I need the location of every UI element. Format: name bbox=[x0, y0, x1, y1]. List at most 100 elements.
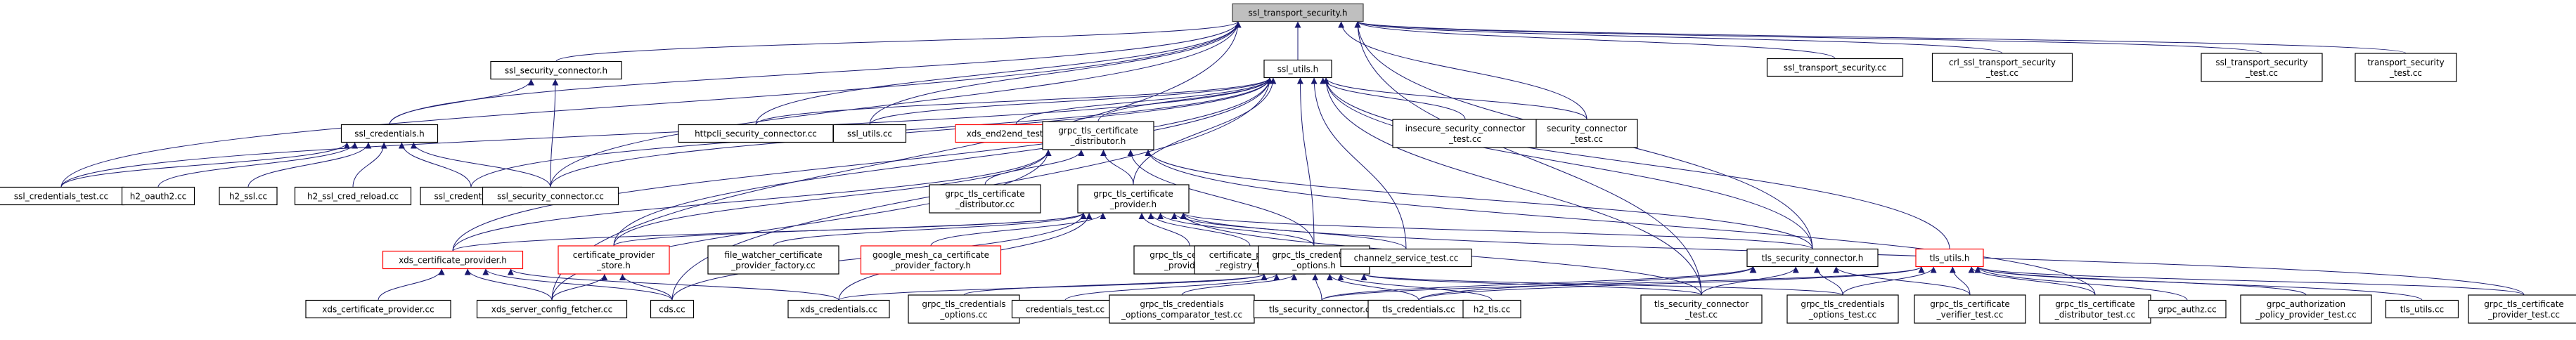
graph-node-h2-oauth2[interactable]: h2_oauth2.cc bbox=[121, 186, 195, 206]
edge-ssl-utils-cc-to-root bbox=[869, 21, 1242, 125]
node-label: transport_security bbox=[2367, 58, 2444, 67]
graph-node-cds-cc[interactable]: cds.cc bbox=[650, 299, 695, 319]
node-label: tls_security_connector.cc bbox=[1269, 305, 1374, 315]
graph-node-channelz-service-test[interactable]: channelz_service_test.cc bbox=[1340, 248, 1472, 268]
edge-cds-cc-to-xds-certificate-provider-h bbox=[482, 268, 673, 301]
graph-node-distributor-cc[interactable]: grpc_tls_certificate_distributor.cc bbox=[929, 184, 1041, 214]
graph-node-xds-credentials-cc[interactable]: xds_credentials.cc bbox=[787, 299, 890, 319]
graph-node-credentials-test[interactable]: credentials_test.cc bbox=[1011, 299, 1119, 319]
node-box bbox=[2148, 299, 2227, 319]
graph-node-distributor-h[interactable]: grpc_tls_certificate_distributor.h bbox=[1042, 121, 1154, 150]
node-label: httpcli_security_connector.cc bbox=[695, 129, 817, 139]
edge-xds-certificate-provider-h-to-distributor-h bbox=[452, 149, 1052, 251]
edge-tls-security-connector-test-to-ssl-utils-h bbox=[1322, 77, 1702, 296]
graph-node-tls-utils-cc[interactable]: tls_utils.cc bbox=[2385, 299, 2459, 319]
graph-node-grpc-authz[interactable]: grpc_authz.cc bbox=[2148, 299, 2227, 319]
node-box bbox=[2355, 53, 2457, 82]
graph-node-ssl-utils-cc[interactable]: ssl_utils.cc bbox=[832, 124, 907, 143]
node-label: grpc_tls_certificate bbox=[1093, 189, 1173, 199]
graph-node-h2-tls[interactable]: h2_tls.cc bbox=[1462, 299, 1521, 319]
edge-ssl-credentials-test-to-root bbox=[60, 21, 1242, 188]
graph-node-tls-security-connector-h[interactable]: tls_security_connector.h bbox=[1746, 248, 1879, 268]
node-box bbox=[860, 245, 1002, 275]
edge-tls-security-connector-cc-to-tls-utils-h bbox=[1321, 266, 1925, 301]
node-box bbox=[1914, 294, 2026, 324]
graph-node-tls-utils-h[interactable]: tls_utils.h bbox=[1915, 248, 1984, 268]
edge-credentials-options-cc-to-credentials-options-h bbox=[963, 273, 1268, 296]
node-label: channelz_service_test.cc bbox=[1354, 254, 1459, 263]
graph-node-ssl-transport-security-cc[interactable]: ssl_transport_security.cc bbox=[1766, 58, 1904, 77]
node-box bbox=[707, 245, 839, 275]
node-label: h2_tls.cc bbox=[1474, 305, 1511, 315]
graph-node-certificate-provider-store-h[interactable]: certificate_provider_store.h bbox=[558, 245, 670, 275]
node-box bbox=[482, 186, 619, 206]
graph-node-ssl-credentials-h[interactable]: ssl_credentials.h bbox=[340, 124, 439, 143]
edge-options-comparator-test-to-credentials-options-h bbox=[1181, 273, 1298, 296]
node-label: tls_utils.h bbox=[1930, 254, 1970, 263]
node-label: _test.cc bbox=[1985, 68, 2018, 78]
node-label: grpc_tls_credentials bbox=[1140, 299, 1223, 309]
node-box bbox=[1766, 58, 1904, 77]
graph-node-ssl-security-connector-cc[interactable]: ssl_security_connector.cc bbox=[482, 186, 619, 206]
node-label: h2_ssl_cred_reload.cc bbox=[307, 192, 399, 202]
graph-node-security-connector-test[interactable]: security_connector_test.cc bbox=[1535, 119, 1638, 148]
nodes-layer: ssl_transport_security.h ssl_utils.h ssl_s… bbox=[0, 3, 2576, 324]
node-label: grpc_authz.cc bbox=[2158, 305, 2216, 315]
graph-node-provider-h[interactable]: grpc_tls_certificate_provider.h bbox=[1077, 184, 1190, 214]
graph-node-file-watcher-factory[interactable]: file_watcher_certificate_provider_factor… bbox=[707, 245, 839, 275]
node-label: _distributor.cc bbox=[955, 200, 1015, 209]
graph-node-xds-server-config-fetcher[interactable]: xds_server_config_fetcher.cc bbox=[476, 299, 628, 319]
edge-xds-server-config-fetcher-to-xds-certificate-provider-h bbox=[464, 268, 553, 301]
edge-tls-credentials-cc-to-tls-utils-h bbox=[1418, 266, 1925, 301]
graph-node-authorization-policy-provider-test[interactable]: grpc_authorization_policy_provider_test.… bbox=[2240, 294, 2372, 324]
node-box bbox=[1535, 119, 1638, 148]
graph-node-ssl-utils-h[interactable]: ssl_utils.h bbox=[1263, 59, 1332, 79]
edge-xds-certificate-provider-h-to-provider-h bbox=[452, 212, 1087, 251]
edge-tls-security-connector-test-to-credentials-options-h bbox=[1360, 273, 1702, 296]
edge-verifier-test-to-tls-utils-h bbox=[1949, 266, 1971, 296]
graph-node-h2-ssl-cred-reload[interactable]: h2_ssl_cred_reload.cc bbox=[294, 186, 412, 206]
graph-node-verifier-test[interactable]: grpc_tls_certificate_verifier_test.cc bbox=[1914, 294, 2026, 324]
node-box bbox=[340, 124, 439, 143]
node-box bbox=[558, 245, 670, 275]
graph-node-transport-security-test[interactable]: transport_security_test.cc bbox=[2355, 53, 2457, 82]
graph-node-ssl-credentials-test[interactable]: ssl_credentials_test.cc bbox=[0, 186, 125, 206]
node-box bbox=[787, 299, 890, 319]
graph-node-xds-certificate-provider-h[interactable]: xds_certificate_provider.h bbox=[382, 250, 524, 270]
graph-node-h2-ssl[interactable]: h2_ssl.cc bbox=[219, 186, 278, 206]
edge-ssl-credentials-test-to-ssl-utils-h bbox=[60, 77, 1273, 188]
graph-node-tls-security-connector-test[interactable]: tls_security_connector_test.cc bbox=[1640, 294, 1763, 324]
graph-node-root[interactable]: ssl_transport_security.h bbox=[1232, 3, 1364, 22]
graph-node-provider-test[interactable]: grpc_tls_certificate_provider_test.cc bbox=[2468, 294, 2576, 324]
graph-node-credentials-options-test[interactable]: grpc_tls_credentials_options_test.cc bbox=[1786, 294, 1899, 324]
edge-certificate-provider-store-h-to-ssl-utils-h bbox=[613, 77, 1273, 247]
edge-credentials-options-test-to-credentials-options-h bbox=[1360, 273, 1843, 296]
node-box bbox=[1077, 184, 1190, 214]
node-box bbox=[1746, 248, 1879, 268]
node-label: xds_certificate_provider.cc bbox=[322, 305, 434, 315]
graph-node-insecure-security-connector-test[interactable]: insecure_security_connector_test.cc bbox=[1392, 119, 1538, 148]
edge-h2-ssl-to-ssl-credentials-h bbox=[247, 142, 372, 188]
graph-node-httpcli-security-connector[interactable]: httpcli_security_connector.cc bbox=[678, 124, 834, 143]
graph-node-tls-credentials-cc[interactable]: tls_credentials.cc bbox=[1367, 299, 1470, 319]
graph-node-google-mesh-ca-factory[interactable]: google_mesh_ca_certificate_provider_fact… bbox=[860, 245, 1002, 275]
node-label: grpc_tls_certificate bbox=[2484, 299, 2564, 309]
graph-node-credentials-options-cc[interactable]: grpc_tls_credentials_options.cc bbox=[908, 294, 1020, 324]
node-label: xds_server_config_fetcher.cc bbox=[491, 305, 612, 315]
edge-ssl-utils-cc-to-ssl-utils-h bbox=[869, 77, 1273, 125]
node-box bbox=[1462, 299, 1521, 319]
edge-xds-certificate-provider-cc-to-xds-certificate-provider-h bbox=[378, 268, 445, 301]
graph-node-xds-certificate-provider-cc[interactable]: xds_certificate_provider.cc bbox=[305, 299, 451, 319]
graph-node-crl-ssl-transport-security-test[interactable]: crl_ssl_transport_security_test.cc bbox=[1931, 53, 2073, 82]
edge-tls-credentials-cc-to-tls-security-connector-h bbox=[1418, 266, 1757, 301]
node-label: _test.cc bbox=[1685, 310, 1718, 320]
graph-node-options-comparator-test[interactable]: grpc_tls_credentials_options_comparator_… bbox=[1109, 294, 1255, 324]
edge-tls-security-connector-test-to-root bbox=[1354, 21, 1702, 296]
node-label: _options_comparator_test.cc bbox=[1121, 310, 1242, 320]
graph-node-distributor-test[interactable]: grpc_tls_certificate_distributor_test.cc bbox=[2039, 294, 2151, 324]
graph-node-tls-security-connector-cc[interactable]: tls_security_connector.cc bbox=[1253, 299, 1391, 319]
graph-node-ssl-security-connector-h[interactable]: ssl_security_connector.h bbox=[490, 60, 622, 80]
edge-tls-credentials-cc-to-credentials-options-h bbox=[1326, 273, 1419, 301]
graph-node-ssl-transport-security-test[interactable]: ssl_transport_security_test.cc bbox=[2201, 53, 2323, 82]
node-box bbox=[219, 186, 278, 206]
